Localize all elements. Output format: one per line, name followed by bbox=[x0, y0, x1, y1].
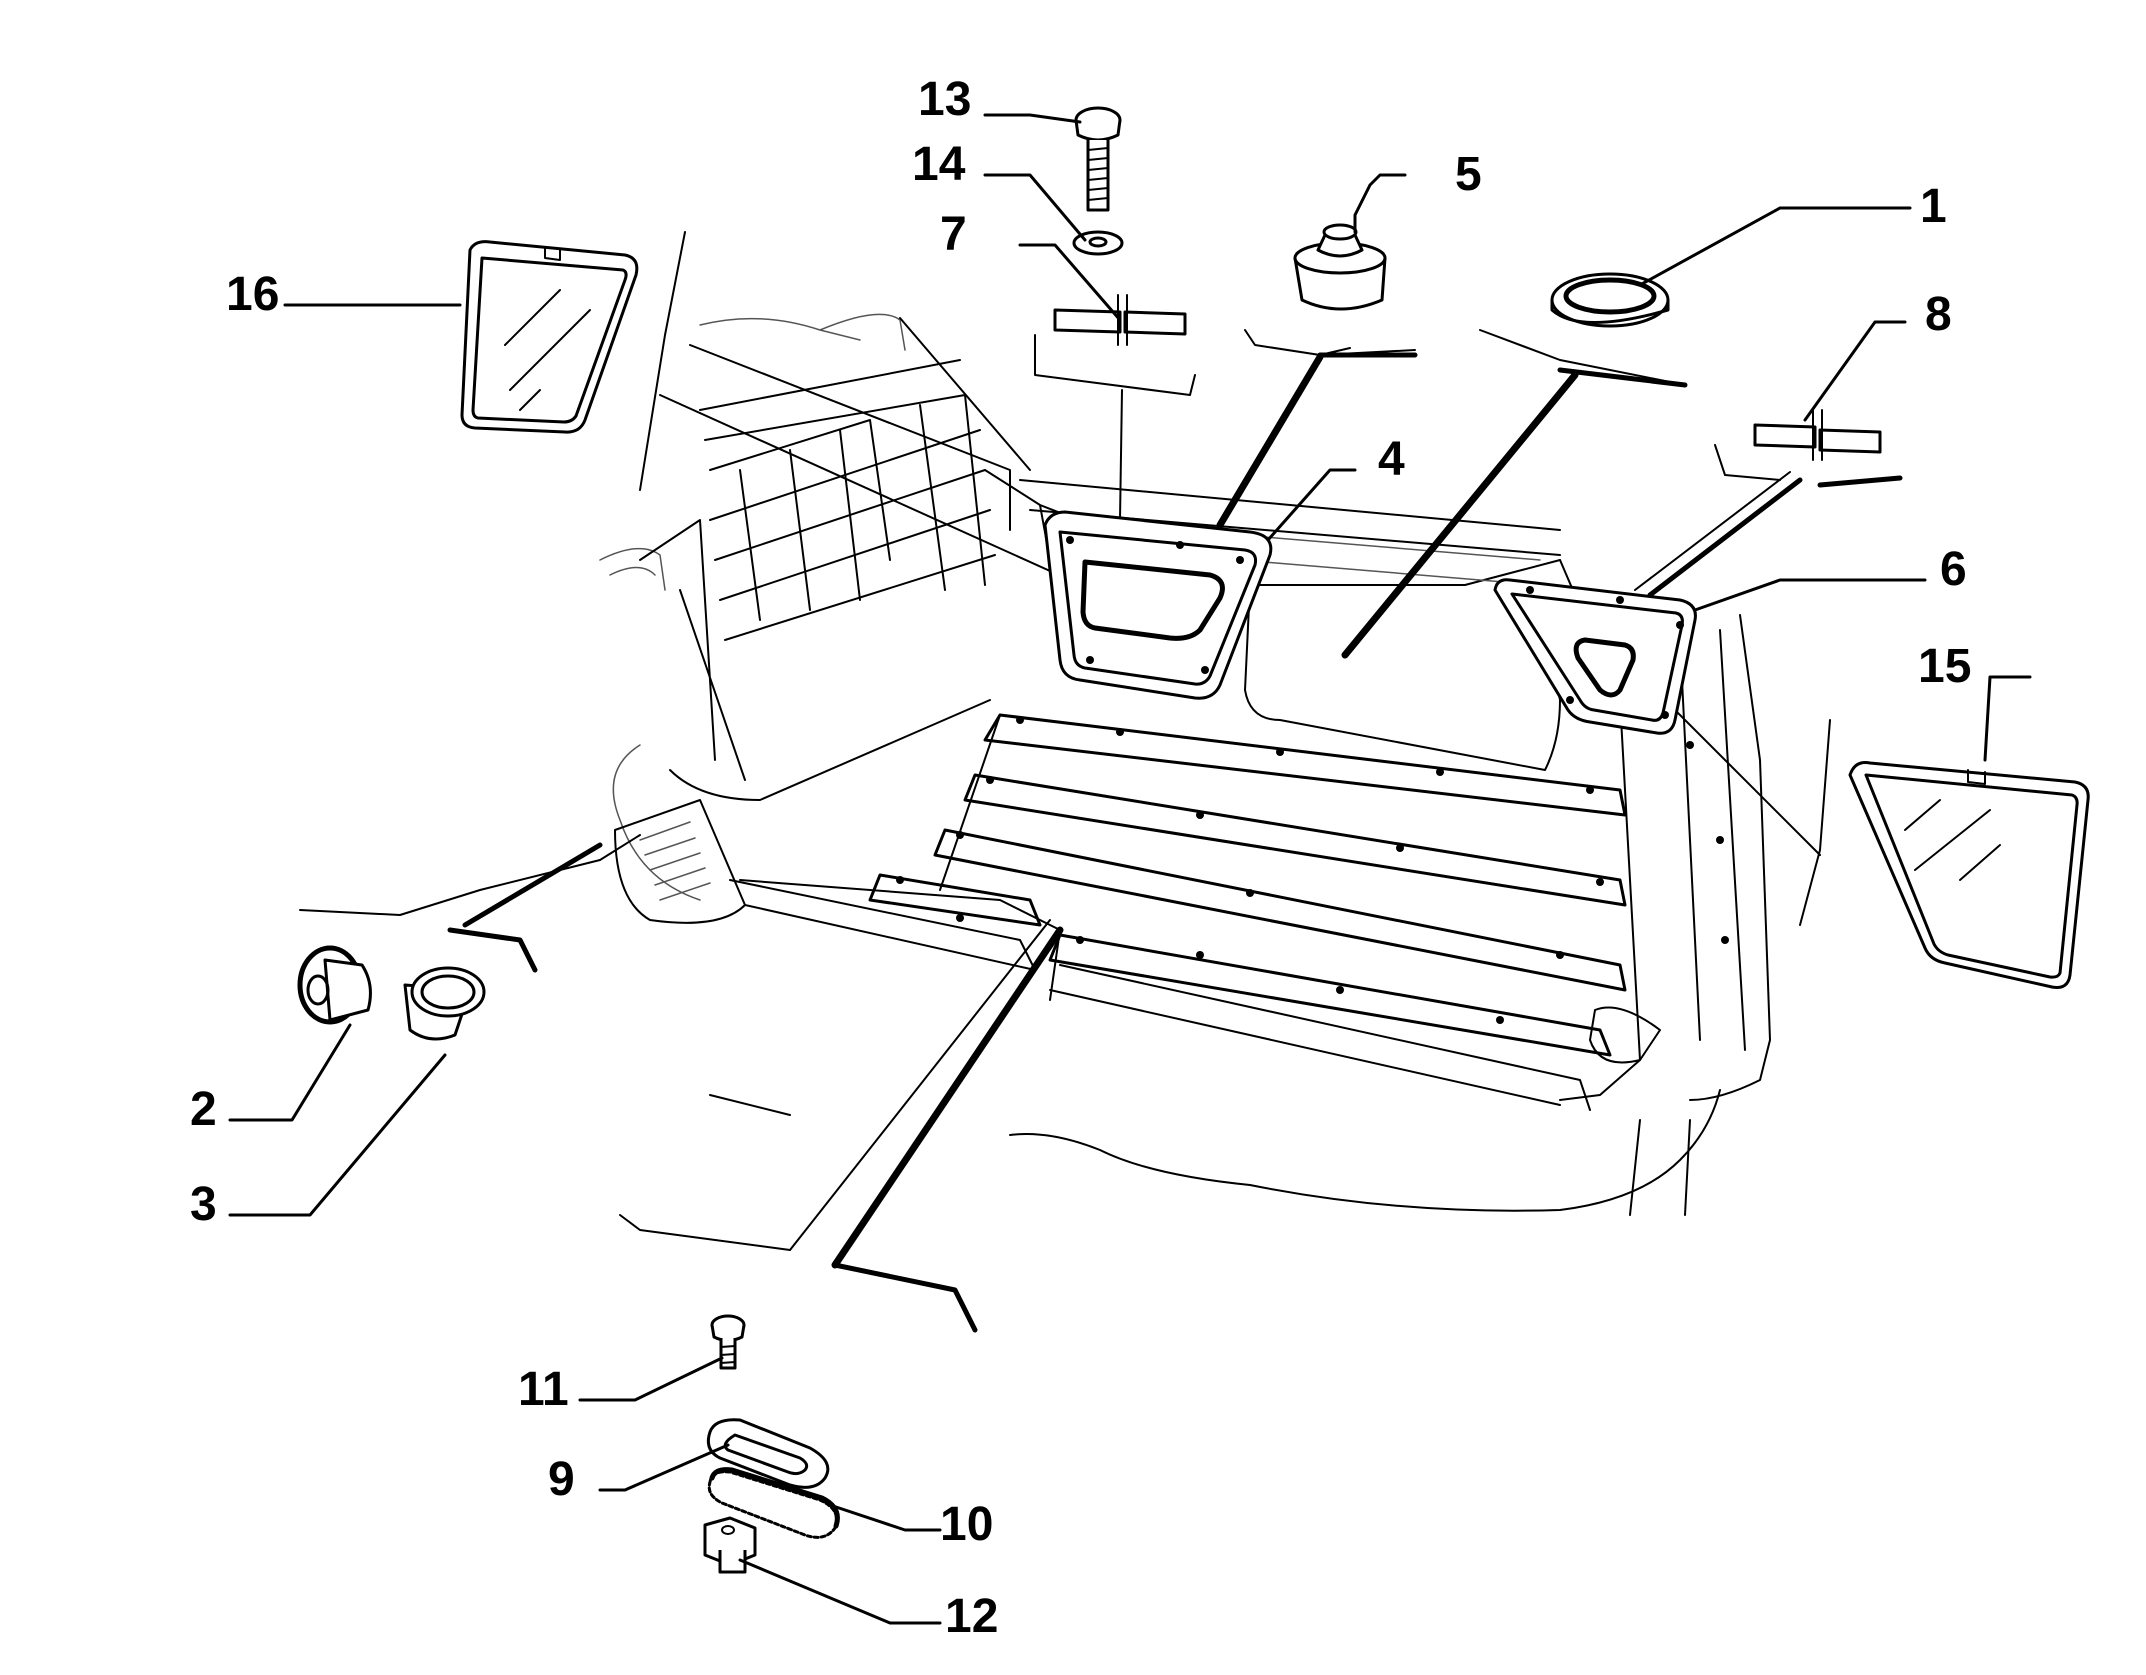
callout-8: 8 bbox=[1925, 288, 1952, 341]
callout-leaders bbox=[228, 113, 2032, 1625]
part-13-screw bbox=[1074, 106, 1122, 212]
part-5-bump-stop bbox=[1293, 223, 1387, 311]
callout-12: 12 bbox=[945, 1590, 998, 1643]
part-14-washer bbox=[1072, 230, 1124, 256]
part-6-triangular-frame bbox=[1493, 578, 1697, 735]
callout-4: 4 bbox=[1378, 433, 1405, 486]
callout-14: 14 bbox=[912, 138, 966, 191]
callout-1: 1 bbox=[1920, 180, 1947, 233]
callout-6: 6 bbox=[1940, 543, 1967, 596]
callout-7: 7 bbox=[940, 208, 967, 261]
callout-9: 9 bbox=[548, 1453, 575, 1506]
part-9-gasket bbox=[706, 1418, 830, 1489]
part-10-seal bbox=[707, 1467, 840, 1539]
part-16-window-panel bbox=[460, 240, 639, 434]
part-11-screw bbox=[710, 1314, 746, 1370]
callout-15: 15 bbox=[1918, 640, 1971, 693]
callout-11: 11 bbox=[518, 1363, 569, 1416]
floor-bolt-dots bbox=[896, 716, 1729, 1024]
leader-lines bbox=[462, 353, 1821, 1269]
leader-brackets bbox=[299, 231, 1903, 1333]
callout-13: 13 bbox=[918, 73, 971, 126]
part-15-window-panel bbox=[1848, 761, 2090, 989]
part-4-frame-panel bbox=[1043, 510, 1273, 700]
callout-3: 3 bbox=[190, 1178, 217, 1231]
part-2-plug bbox=[297, 945, 372, 1025]
callout-16: 16 bbox=[226, 268, 279, 321]
callout-labels: 1 2 3 4 5 6 7 8 9 10 11 12 13 14 15 16 bbox=[190, 73, 1971, 1643]
cargo-bed-body bbox=[599, 313, 1771, 1216]
callout-2: 2 bbox=[190, 1083, 217, 1136]
part-3-plug bbox=[403, 966, 486, 1041]
part-7-clip bbox=[1053, 294, 1187, 346]
callout-10: 10 bbox=[940, 1498, 993, 1551]
callout-5: 5 bbox=[1455, 148, 1482, 201]
part-8-clip bbox=[1753, 409, 1882, 461]
part-1-grommet bbox=[1550, 272, 1670, 328]
